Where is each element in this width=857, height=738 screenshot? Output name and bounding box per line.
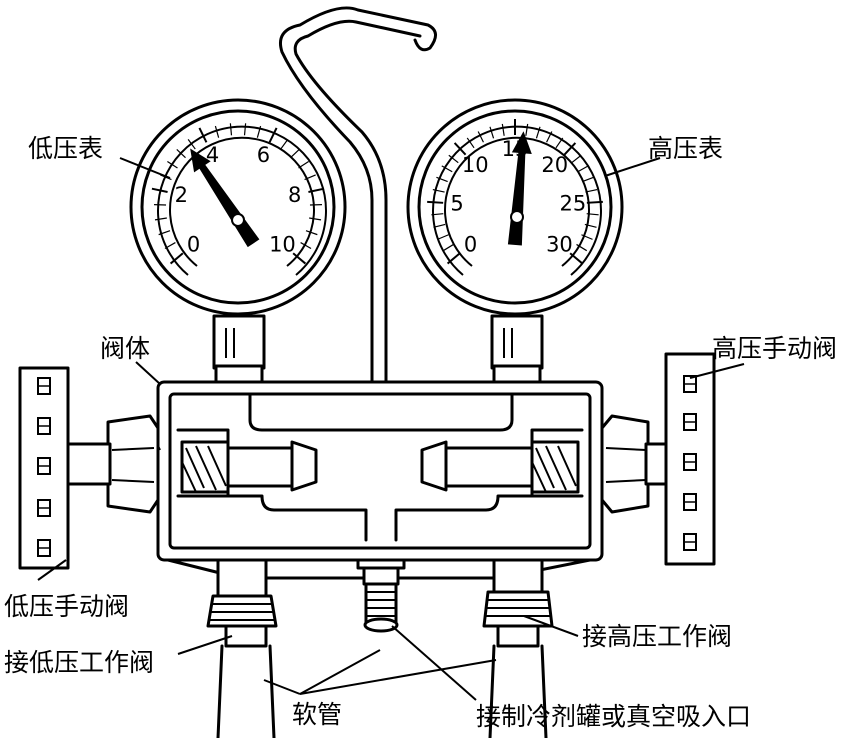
low-gauge-tick <box>304 174 316 181</box>
high-gauge-scale-label: 10 <box>462 153 489 177</box>
high-gauge-scale-label: 0 <box>464 232 477 256</box>
high-gauge-tick <box>571 154 582 164</box>
low-gauge-tick <box>243 123 247 136</box>
high-gauge-scale-label: 20 <box>541 153 568 177</box>
high-gauge-tick <box>453 142 467 156</box>
high-gauge-tick <box>576 243 588 252</box>
low-gauge-tick <box>214 125 220 138</box>
high-gauge-tick <box>446 252 461 265</box>
low-gauge-tick <box>309 217 322 221</box>
low-gauge-tick <box>154 217 167 221</box>
low-gauge-tick <box>198 127 208 143</box>
hanging-hook <box>279 6 437 384</box>
high-gauge-tick <box>466 137 475 149</box>
high-gauge-tick <box>441 165 453 173</box>
high-gauge-tick <box>555 137 564 149</box>
high-gauge-tick <box>535 126 541 139</box>
high-gauge-tick <box>489 126 495 139</box>
low-gauge-tick <box>290 149 300 159</box>
high-gauge-tick <box>525 123 529 136</box>
low-manual-valve <box>18 366 160 570</box>
high-side-fitting <box>482 554 554 738</box>
high-gauge-tick <box>432 188 445 193</box>
low-gauge-tick <box>256 125 262 138</box>
low-pressure-gauge: 0 24 68 10 <box>129 98 347 316</box>
low-gauge-scale-label: 8 <box>288 183 301 207</box>
high-manual-valve <box>600 352 716 566</box>
high-gauge-tick <box>585 188 598 193</box>
low-side-fitting <box>206 554 278 738</box>
high-gauge-tick <box>501 123 505 136</box>
high-gauge-scale-label: 5 <box>450 192 463 216</box>
high-gauge-tick <box>477 131 484 143</box>
high-gauge-tick <box>437 234 449 240</box>
high-gauge-label: 高压表 <box>648 134 724 163</box>
low-gauge-scale-label: 2 <box>175 183 188 207</box>
refrigerant-port-label: 接制冷剂罐或真空吸入口 <box>476 702 752 731</box>
high-gauge-tick <box>546 131 553 143</box>
high-manual-valve-label: 高压手动阀 <box>712 334 838 363</box>
low-gauge-tick <box>187 139 196 150</box>
valve-body <box>139 380 617 562</box>
high-pressure-gauge: 051015202530 <box>406 98 624 316</box>
low-gauge-tick <box>308 187 325 194</box>
high-gauge-tick <box>427 200 444 204</box>
low-gauge-scale-label: 0 <box>187 232 200 256</box>
high-gauge-scale-label: 30 <box>546 232 573 256</box>
low-gauge-tick <box>169 252 184 265</box>
high-gauge-tick <box>442 243 454 252</box>
high-gauge-tick <box>569 252 584 265</box>
high-gauge-tick <box>581 234 593 240</box>
low-gauge-tick <box>292 252 307 265</box>
high-gauge-tick <box>448 154 459 164</box>
high-gauge-tick <box>586 213 599 216</box>
high-gauge-tick <box>436 176 448 183</box>
low-gauge-tick <box>300 242 312 250</box>
high-gauge-tick <box>433 223 446 228</box>
low-gauge-scale-label: 6 <box>257 143 270 167</box>
low-gauge-tick <box>151 187 168 194</box>
low-gauge-label: 低压表 <box>28 134 104 163</box>
high-gauge-stem <box>490 314 544 370</box>
low-gauge-tick <box>229 123 233 136</box>
high-gauge-tick <box>577 165 589 173</box>
high-gauge-scale-label: 25 <box>560 192 587 216</box>
hose-label: 软管 <box>292 700 343 729</box>
low-gauge-tick <box>167 160 178 169</box>
low-gauge-stem <box>212 314 266 370</box>
high-gauge-tick <box>582 176 594 183</box>
low-gauge-tick <box>298 160 309 169</box>
high-gauge-tick <box>584 223 597 228</box>
low-gauge-scale-label: 4 <box>206 143 219 167</box>
low-gauge-scale-label: 10 <box>269 232 296 256</box>
low-gauge-tick <box>164 242 176 250</box>
low-service-valve-label: 接低压工作阀 <box>4 648 155 677</box>
low-gauge-tick <box>305 230 318 236</box>
low-manual-valve-label: 低压手动阀 <box>4 592 130 621</box>
high-gauge-tick <box>431 213 444 216</box>
high-service-valve-label: 接高压工作阀 <box>582 622 733 651</box>
valve-body-label: 阀体 <box>100 334 151 363</box>
high-gauge-tick <box>586 200 603 204</box>
low-gauge-tick <box>280 139 289 150</box>
low-gauge-tick <box>176 149 186 159</box>
high-gauge-tick <box>563 142 577 156</box>
low-gauge-tick <box>268 127 278 143</box>
leader-lines <box>37 157 745 701</box>
low-gauge-tick <box>158 230 171 236</box>
